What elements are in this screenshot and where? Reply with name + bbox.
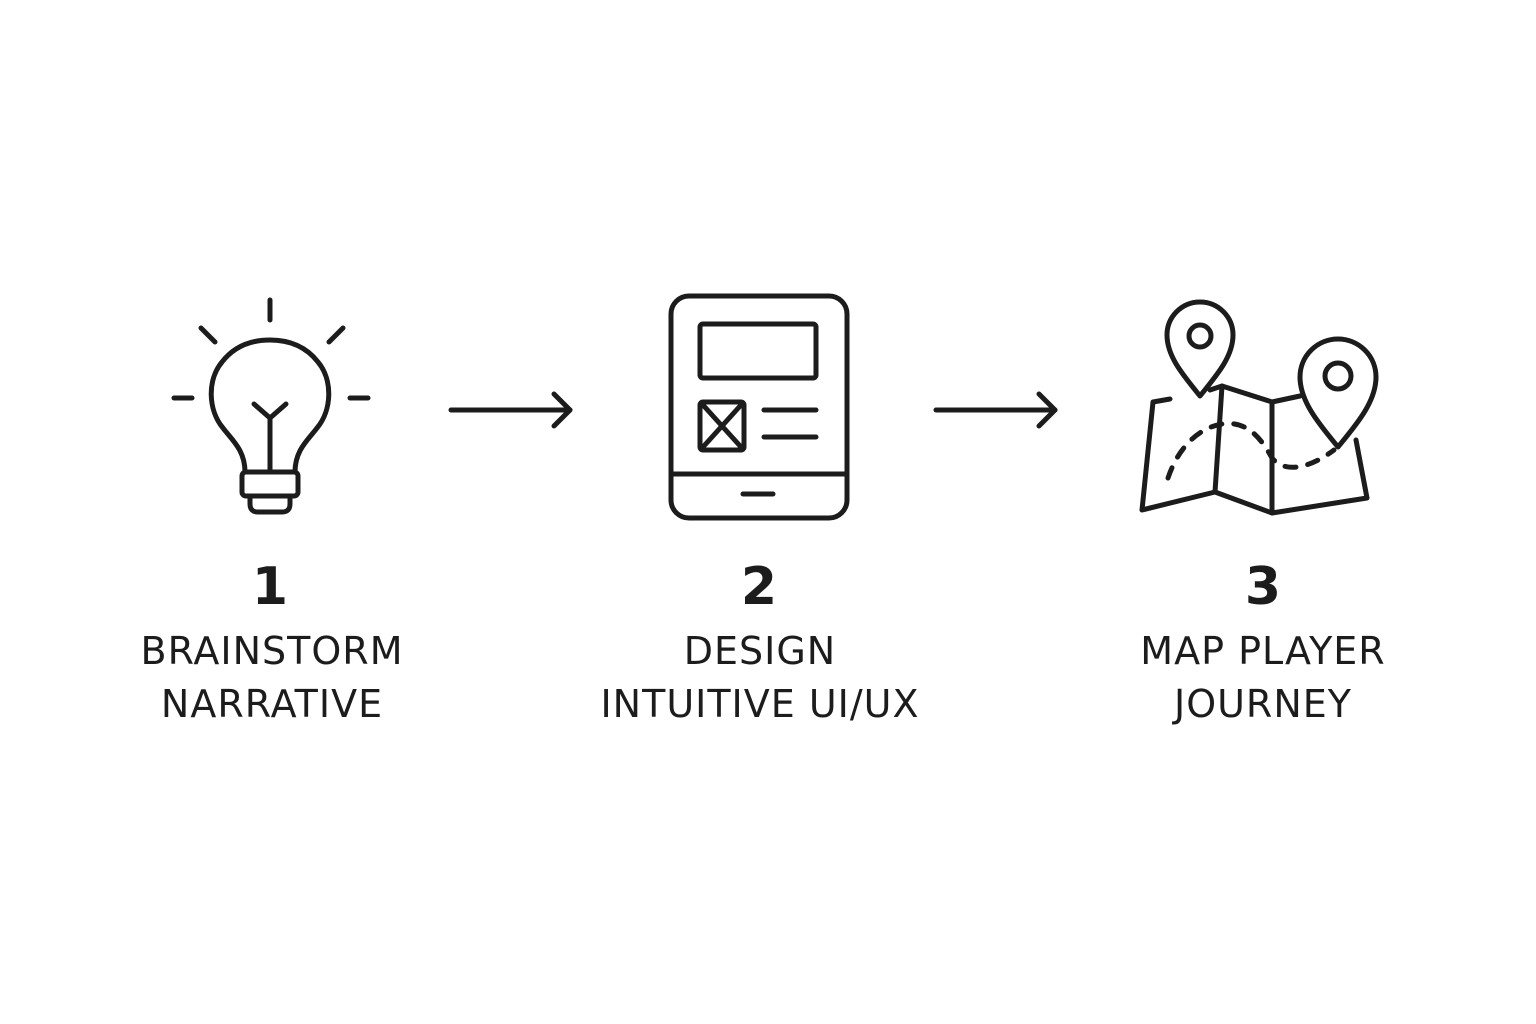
tablet-wireframe-icon [660, 285, 860, 530]
step-1-label-line2: NARRATIVE [160, 682, 384, 726]
lightbulb-icon [160, 290, 380, 530]
arrow-right-icon [448, 390, 578, 430]
step-2-label: DESIGN INTUITIVE UI/UX [550, 625, 970, 731]
step-3-label: MAP PLAYER JOURNEY [1053, 625, 1473, 731]
step-3-label-line2: JOURNEY [1174, 682, 1352, 726]
step-2-label-line2: INTUITIVE UI/UX [600, 682, 920, 726]
step-2-number: 2 [740, 557, 778, 617]
map-pins-icon [1130, 295, 1380, 525]
step-1-label-line1: BRAINSTORM [140, 629, 404, 673]
step-1-number: 1 [251, 557, 289, 617]
arrow-right-icon [933, 390, 1063, 430]
step-1-label: BRAINSTORM NARRATIVE [62, 625, 482, 731]
step-3-label-line1: MAP PLAYER [1140, 629, 1386, 673]
step-3-number: 3 [1244, 557, 1282, 617]
step-2-label-line1: DESIGN [683, 629, 837, 673]
